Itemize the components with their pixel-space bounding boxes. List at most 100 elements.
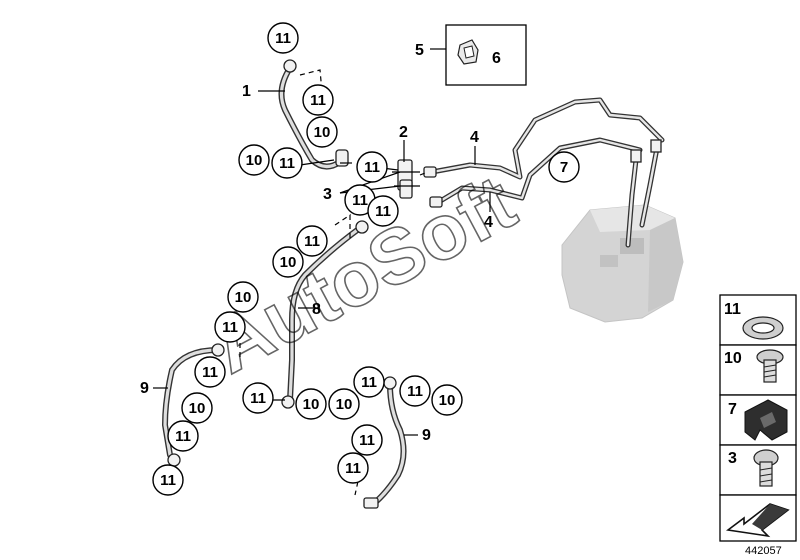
- part-label-8: 8: [312, 301, 321, 318]
- part-label-9-right: 9: [422, 427, 431, 444]
- callout-number: 11: [310, 92, 326, 109]
- callout-number: 7: [560, 159, 568, 176]
- callout-number: 11: [361, 374, 377, 391]
- brake-hose-part-9-left: [161, 343, 225, 467]
- callout-10: 10: [238, 144, 270, 176]
- callout-circle: [214, 311, 246, 343]
- callout-circle: [295, 388, 327, 420]
- callout-circle: [271, 147, 303, 179]
- callout-number: 10: [303, 396, 320, 413]
- part-label-2: 2: [399, 124, 408, 141]
- legend-number-7: 7: [728, 401, 737, 418]
- callout-11: 11: [302, 84, 334, 116]
- callout-circle: [272, 246, 304, 278]
- part-label-9-left: 9: [140, 380, 149, 397]
- callout-number: 10: [235, 289, 252, 306]
- callout-number: 11: [364, 159, 380, 176]
- callout-number: 11: [175, 428, 191, 445]
- callout-7: 7: [548, 151, 580, 183]
- drawing-number: 442057: [745, 545, 782, 557]
- callout-circle: [194, 356, 226, 388]
- callout-number: 10: [314, 124, 331, 141]
- part-label-4-bottom: 4: [484, 214, 493, 231]
- abs-hydraulic-unit: [561, 204, 684, 323]
- callout-11: 11: [296, 225, 328, 257]
- callout-circle: [306, 116, 338, 148]
- callout-10: 10: [272, 246, 304, 278]
- callout-11: 11: [271, 147, 303, 179]
- legend-number-11: 11: [724, 301, 741, 318]
- callout-number: 11: [345, 460, 361, 477]
- brake-hose-part-1: [278, 59, 349, 170]
- callout-11: 11: [356, 151, 388, 183]
- part-label-6: 6: [492, 50, 501, 67]
- callout-10: 10: [328, 388, 360, 420]
- legend-number-10: 10: [724, 350, 742, 367]
- distributor-piece: [392, 159, 420, 199]
- callout-11: 11: [399, 375, 431, 407]
- callout-number: 10: [189, 400, 206, 417]
- callout-circle: [242, 382, 274, 414]
- callout-circle: [353, 366, 385, 398]
- callout-circle: [548, 151, 580, 183]
- callout-number: 10: [246, 152, 263, 169]
- callout-10: 10: [306, 116, 338, 148]
- bracket-part-6-icon: [457, 39, 479, 65]
- brake-hose-part-8: [281, 220, 369, 409]
- callout-number: 11: [275, 30, 291, 47]
- callout-circle: [431, 384, 463, 416]
- callout-number: 11: [352, 192, 368, 209]
- callout-circle: [238, 144, 270, 176]
- callout-11: 11: [152, 464, 184, 496]
- callout-circle: [302, 84, 334, 116]
- callout-10: 10: [295, 388, 327, 420]
- callout-number: 10: [439, 392, 456, 409]
- brake-pipes-part-4: [423, 97, 665, 248]
- callout-circle: [181, 392, 213, 424]
- callout-11: 11: [194, 356, 226, 388]
- callout-10: 10: [227, 281, 259, 313]
- callout-11: 11: [337, 452, 369, 484]
- callout-circle: [328, 388, 360, 420]
- callout-circle: [152, 464, 184, 496]
- part-labels: 1 2 3 4 4 5 6 8 9 9: [140, 42, 501, 444]
- callout-number: 11: [202, 364, 218, 381]
- callout-circle: [399, 375, 431, 407]
- legend-number-3: 3: [728, 450, 737, 467]
- callout-number: 11: [250, 390, 266, 407]
- part-label-1: 1: [242, 83, 251, 100]
- callout-10: 10: [431, 384, 463, 416]
- sealing-ring-icon: [742, 316, 784, 340]
- callout-circle: [367, 195, 399, 227]
- callout-11: 11: [267, 22, 299, 54]
- callout-number: 10: [336, 396, 353, 413]
- callout-number: 11: [160, 472, 176, 489]
- screw-icon: [753, 449, 779, 487]
- callout-number: 10: [280, 254, 297, 271]
- legend-cell-hollow-bolt: [719, 344, 797, 396]
- callout-number: 11: [222, 319, 238, 336]
- callout-11: 11: [214, 311, 246, 343]
- callout-number: 11: [359, 432, 375, 449]
- bracket-icon: [744, 399, 788, 441]
- callout-circle: [267, 22, 299, 54]
- callout-number: 11: [375, 203, 391, 220]
- callout-number: 11: [407, 383, 423, 400]
- callout-11: 11: [242, 382, 274, 414]
- direction-arrow-icon: [725, 503, 790, 538]
- brake-hose-part-9-right: [363, 376, 407, 509]
- parts-legend: 11 10 7 3: [719, 294, 797, 542]
- part-label-4-top: 4: [470, 129, 479, 146]
- callout-circle: [227, 281, 259, 313]
- callout-11: 11: [367, 195, 399, 227]
- callout-circle: [337, 452, 369, 484]
- callout-circle: [167, 420, 199, 452]
- callout-circle: [296, 225, 328, 257]
- callout-number: 11: [279, 155, 295, 172]
- callout-number: 11: [304, 233, 320, 250]
- callout-circle: [351, 424, 383, 456]
- part-label-5: 5: [415, 42, 424, 59]
- part-label-3: 3: [323, 186, 332, 203]
